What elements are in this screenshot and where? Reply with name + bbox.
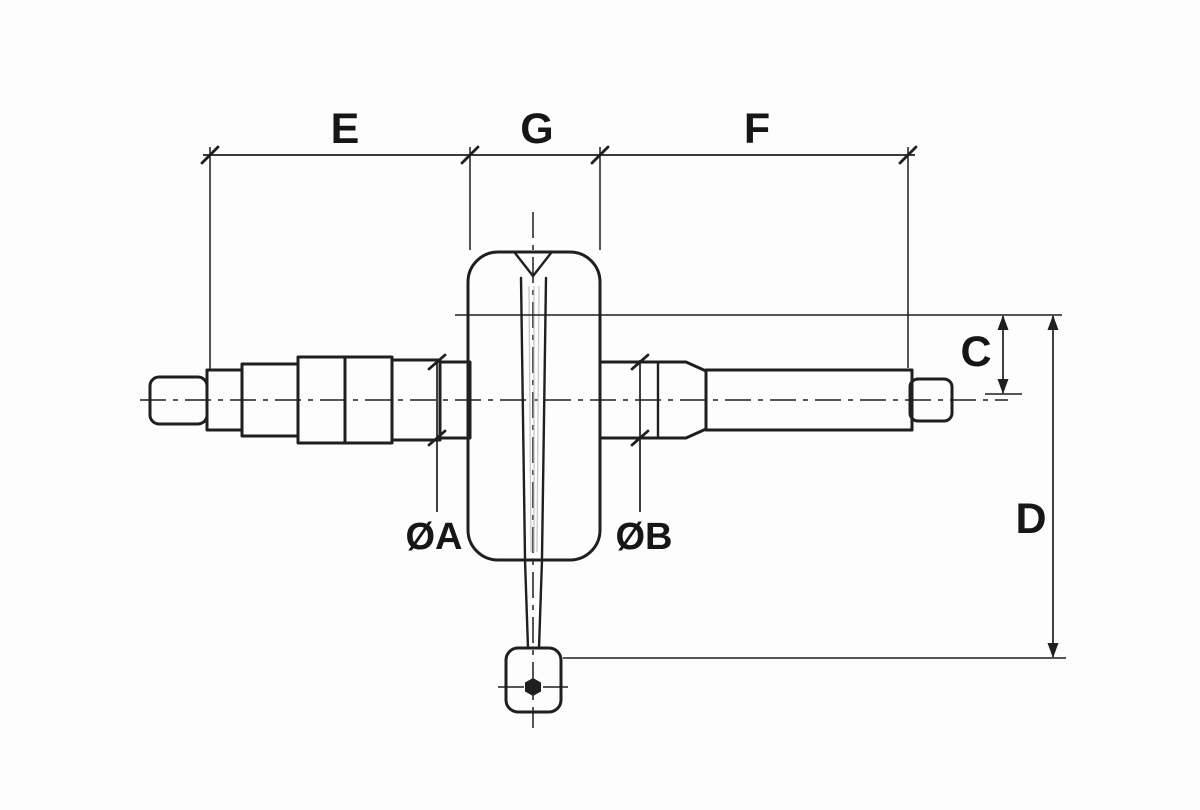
rod-left-edge — [519, 276, 527, 560]
dimension-c: C — [960, 315, 1009, 394]
rod-bolt-hex — [525, 678, 541, 696]
c-arrow-up — [997, 315, 1009, 330]
datum-lines — [455, 314, 1066, 659]
rod-shank-right — [537, 558, 544, 650]
dimension-c-label: C — [960, 328, 991, 376]
rod-shank-left — [523, 558, 530, 650]
right-shaft — [598, 360, 954, 440]
dimension-d: D — [1015, 315, 1059, 658]
dimension-g-label: G — [520, 105, 553, 153]
left-shaft-step-7 — [438, 360, 472, 440]
dimension-e-label: E — [331, 105, 360, 153]
d-arrow-down — [1047, 643, 1059, 658]
spline-section — [704, 368, 914, 432]
left-shaft — [148, 355, 472, 445]
diameter-a-label: ØA — [406, 516, 463, 558]
rod-right-edge — [540, 276, 548, 560]
web-top-notch — [513, 251, 553, 278]
dimension-chain-top: E G F — [200, 105, 918, 371]
d-arrow-up — [1047, 315, 1059, 330]
dimension-f-label: F — [744, 105, 770, 153]
crank-web — [466, 250, 602, 562]
rod-small-end — [504, 646, 563, 714]
shaft-end-stub — [908, 377, 954, 423]
connecting-rod — [504, 558, 563, 714]
centerlines — [140, 212, 1008, 728]
diameter-b-label: ØB — [616, 516, 673, 558]
dimension-d-label: D — [1015, 495, 1046, 543]
c-arrow-down — [997, 379, 1009, 394]
dimension-dia-a: ØA — [406, 353, 463, 558]
dimension-dia-b: ØB — [616, 353, 673, 558]
